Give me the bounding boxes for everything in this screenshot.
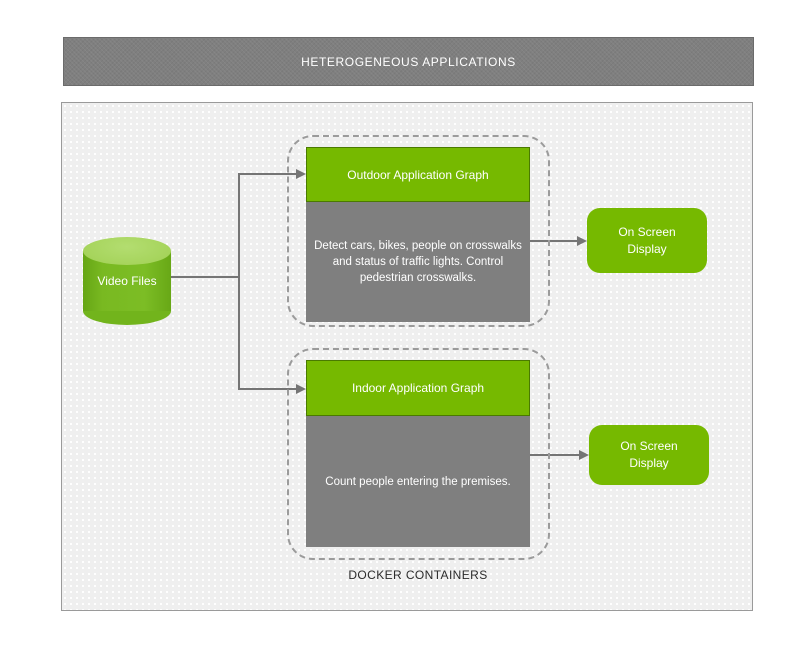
connector-branch-vertical xyxy=(238,173,240,389)
osd-bottom-label: On Screen Display xyxy=(620,439,678,470)
arrowhead-outdoor xyxy=(296,169,306,179)
docker-group-outdoor xyxy=(287,135,550,327)
outdoor-graph-header: Outdoor Application Graph xyxy=(306,147,530,202)
indoor-graph-title: Indoor Application Graph xyxy=(351,381,485,395)
outdoor-graph-description: Detect cars, bikes, people on crosswalks… xyxy=(314,240,522,284)
outdoor-graph-title: Outdoor Application Graph xyxy=(347,167,489,182)
arrowhead-indoor xyxy=(296,384,306,394)
connector-indoor-to-osd xyxy=(528,454,579,456)
connector-outdoor-to-osd xyxy=(530,240,577,242)
connector-cylinder-to-branch xyxy=(171,276,238,278)
docker-group-indoor xyxy=(287,348,550,560)
osd-top-label: On Screen Display xyxy=(618,224,676,256)
title-banner: HETEROGENEOUS APPLICATIONS xyxy=(63,37,754,86)
indoor-graph-body: Count people entering the premises. xyxy=(306,416,530,547)
outdoor-graph-body: Detect cars, bikes, people on crosswalks… xyxy=(306,202,530,322)
video-files-cylinder-top xyxy=(83,237,171,265)
video-files-label: Video Files xyxy=(97,274,157,288)
banner-title: HETEROGENEOUS APPLICATIONS xyxy=(301,54,516,69)
docker-containers-caption: DOCKER CONTAINERS xyxy=(348,568,488,582)
osd-node-top: On Screen Display xyxy=(587,208,707,273)
arrowhead-osd-top xyxy=(577,236,587,246)
arrowhead-osd-bottom xyxy=(579,450,589,460)
indoor-graph-header: Indoor Application Graph xyxy=(306,360,530,416)
osd-node-bottom: On Screen Display xyxy=(589,425,709,485)
indoor-graph-description: Count people entering the premises. xyxy=(325,475,511,488)
connector-branch-to-outdoor xyxy=(238,173,296,175)
connector-branch-to-indoor xyxy=(238,388,296,390)
